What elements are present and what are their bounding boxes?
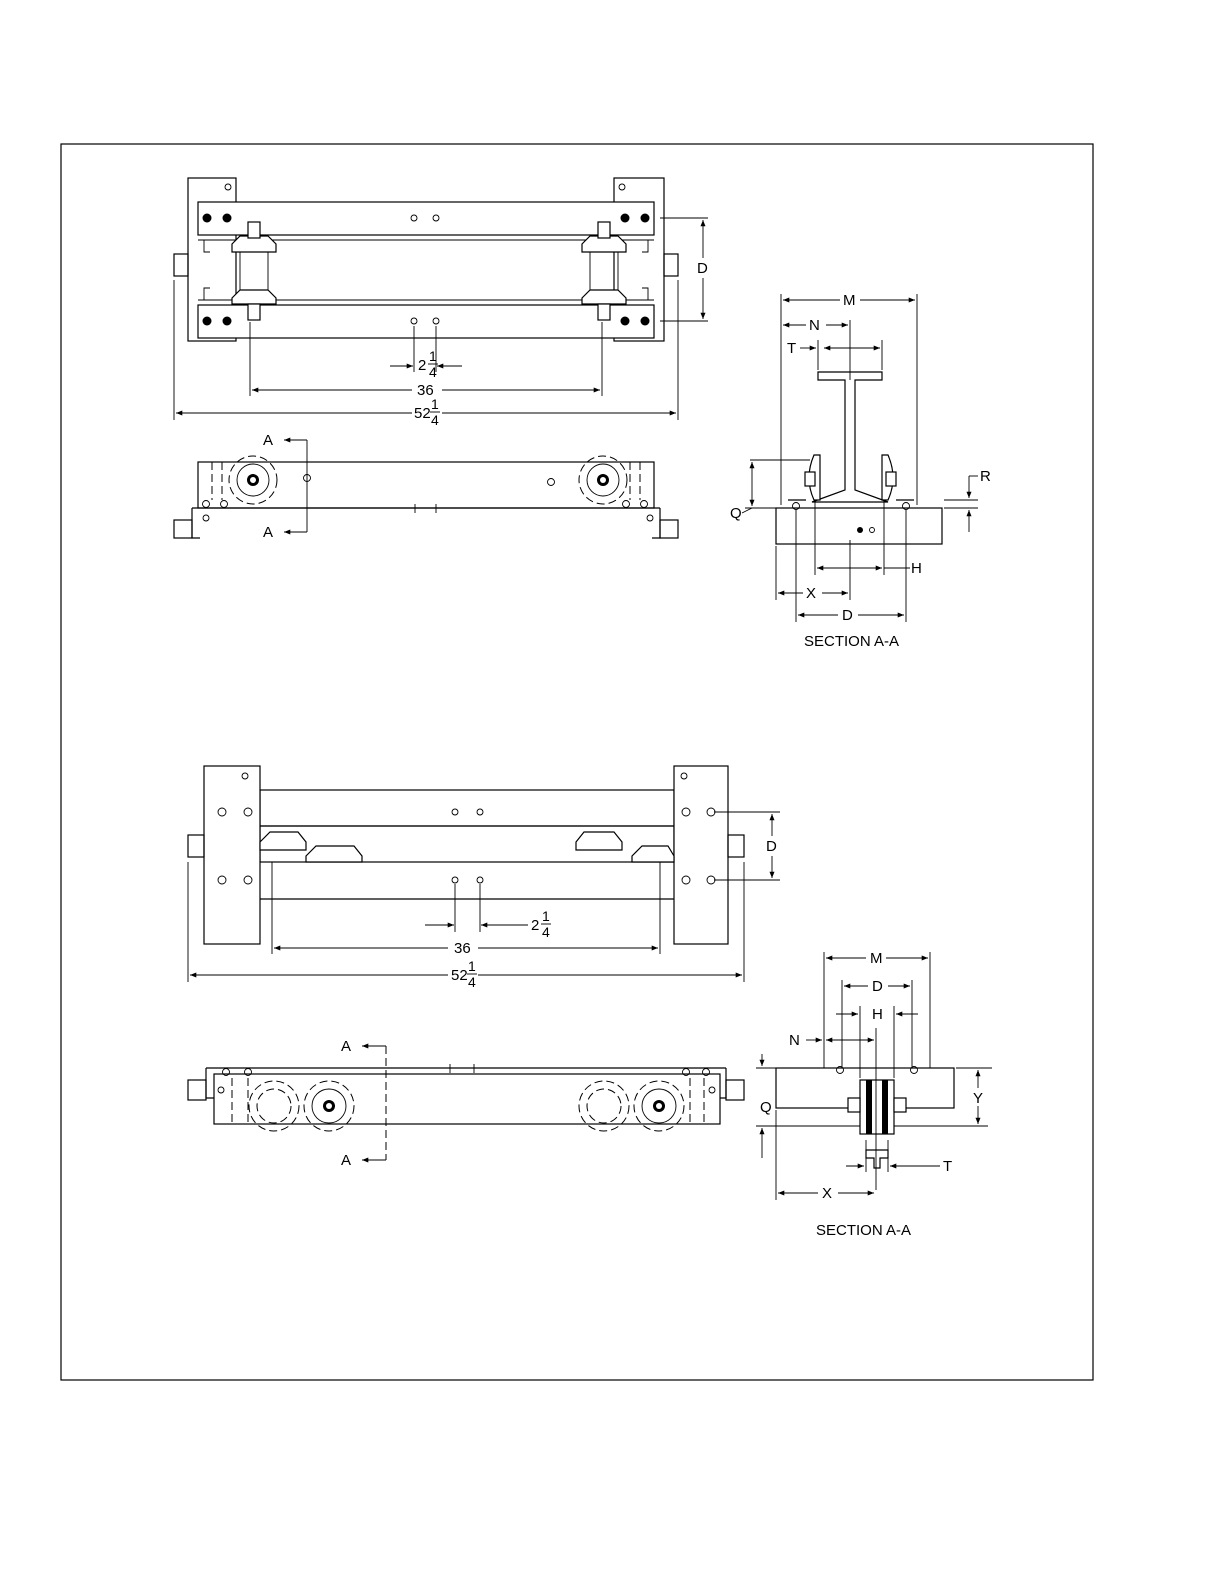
d1-sec-d: D xyxy=(842,607,853,624)
d1-elev-section-mark-top: A xyxy=(263,432,273,449)
d2-sec-caption: SECTION A-A xyxy=(816,1222,911,1239)
d1-elev-section-mark-bottom: A xyxy=(263,524,273,541)
d2-sec-t: T xyxy=(943,1158,952,1175)
d1-plan-dim-overall-whole: 52 xyxy=(414,405,431,422)
d1-sec-t: T xyxy=(787,340,796,357)
diagram2-section-view: M D H N Q Y T X SECTION A-A xyxy=(756,950,992,1239)
d2-elev-section-mark-top: A xyxy=(341,1038,351,1055)
diagram2-elevation-view: A A xyxy=(188,1038,744,1169)
d2-plan-dim-overall-den: 4 xyxy=(468,974,476,990)
d2-plan-dim-overall-whole: 52 xyxy=(451,967,468,984)
d2-plan-dim-mid: 36 xyxy=(454,940,471,957)
d1-sec-caption: SECTION A-A xyxy=(804,633,899,650)
d2-sec-x: X xyxy=(822,1185,832,1202)
d2-elev-section-mark-bottom: A xyxy=(341,1152,351,1169)
d1-sec-x: X xyxy=(806,585,816,602)
d2-sec-n: N xyxy=(789,1032,800,1049)
d2-plan-dim-small-num: 1 xyxy=(542,908,550,924)
d1-sec-n: N xyxy=(809,317,820,334)
d1-sec-r: R xyxy=(980,468,991,485)
d2-sec-h: H xyxy=(872,1006,883,1023)
diagram1-plan-view xyxy=(174,178,678,341)
d1-plan-dim-d: D xyxy=(697,260,708,277)
d1-sec-q: Q xyxy=(730,505,742,522)
d1-plan-dim-small-num: 1 xyxy=(429,348,437,364)
d2-plan-dim-small-den: 4 xyxy=(542,924,550,940)
diagram1-section-view: M N T Q R H X D SECT xyxy=(730,292,991,650)
diagram1-elevation-view: A A xyxy=(174,432,678,541)
d2-sec-m: M xyxy=(870,950,883,967)
d1-plan-dim-small-whole: 2 xyxy=(418,357,426,374)
d1-sec-m: M xyxy=(843,292,856,309)
d2-sec-q: Q xyxy=(760,1099,772,1116)
d2-sec-y: Y xyxy=(973,1090,983,1107)
d2-sec-d: D xyxy=(872,978,883,995)
d1-sec-h: H xyxy=(911,560,922,577)
d1-plan-dim-small-den: 4 xyxy=(429,364,437,380)
d2-plan-dim-d: D xyxy=(766,838,777,855)
d2-plan-dim-overall-num: 1 xyxy=(468,958,476,974)
diagram2-plan-view xyxy=(188,766,744,944)
d2-plan-dim-small-whole: 2 xyxy=(531,917,539,934)
d1-plan-dim-overall-num: 1 xyxy=(431,396,439,412)
d1-plan-dim-overall-den: 4 xyxy=(431,412,439,428)
